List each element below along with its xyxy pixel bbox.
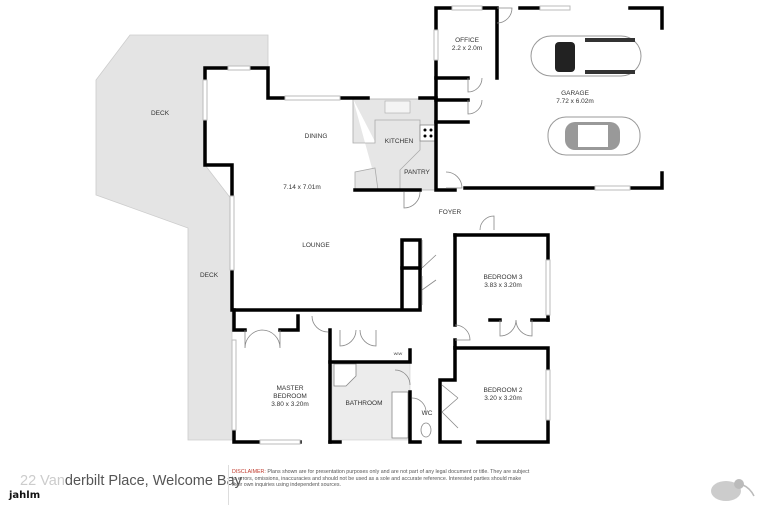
car-bottom <box>547 116 641 156</box>
label-master-1: MASTER <box>276 385 303 392</box>
label-wc: WC <box>422 410 433 417</box>
label-living-dims: 7.14 x 7.01m <box>283 184 321 191</box>
label-bathroom: BATHROOM <box>345 400 382 407</box>
disclaimer-label: DISCLAIMER: <box>232 469 266 475</box>
label-dining: DINING <box>305 133 328 140</box>
kitchen-sink <box>384 100 411 114</box>
label-deck-top: DECK <box>151 110 170 117</box>
kiwi-logo-icon <box>711 479 755 501</box>
cooktop <box>419 124 437 142</box>
label-wiw: WIW <box>394 351 403 356</box>
label-master-2: BEDROOM <box>273 393 307 400</box>
watermark: jahlm <box>9 490 41 501</box>
shower <box>333 363 357 387</box>
label-office: OFFICE <box>455 37 479 44</box>
label-kitchen: KITCHEN <box>385 138 414 145</box>
doors <box>244 7 533 429</box>
deck-area <box>95 34 269 441</box>
label-deck-side: DECK <box>200 272 219 279</box>
label-bedroom2-dims: 3.20 x 3.20m <box>484 395 522 402</box>
label-foyer: FOYER <box>439 209 462 216</box>
toilet <box>420 422 432 438</box>
disclaimer: DISCLAIMER: Plans shown are for presenta… <box>232 469 532 489</box>
label-master-dims: 3.80 x 3.20m <box>271 401 309 408</box>
bathtub <box>391 391 409 439</box>
windows <box>202 5 631 445</box>
label-garage: GARAGE <box>561 90 589 97</box>
disclaimer-text: Plans shown are for presentation purpose… <box>232 469 530 488</box>
label-pantry: PANTRY <box>404 169 430 176</box>
car-top <box>530 35 642 77</box>
address-prefix: 22 Van <box>20 473 65 489</box>
label-bedroom3: BEDROOM 3 <box>483 274 522 281</box>
property-address: 22 Vanderbilt Place, Welcome Bay <box>20 473 242 489</box>
address-rest: derbilt Place, Welcome Bay <box>64 473 242 489</box>
footer-divider <box>228 465 229 505</box>
label-office-dims: 2.2 x 2.0m <box>452 45 482 52</box>
label-bedroom3-dims: 3.83 x 3.20m <box>484 282 522 289</box>
label-garage-dims: 7.72 x 6.02m <box>556 98 594 105</box>
label-bedroom2: BEDROOM 2 <box>483 387 522 394</box>
walls <box>203 6 664 444</box>
label-lounge: LOUNGE <box>302 242 330 249</box>
